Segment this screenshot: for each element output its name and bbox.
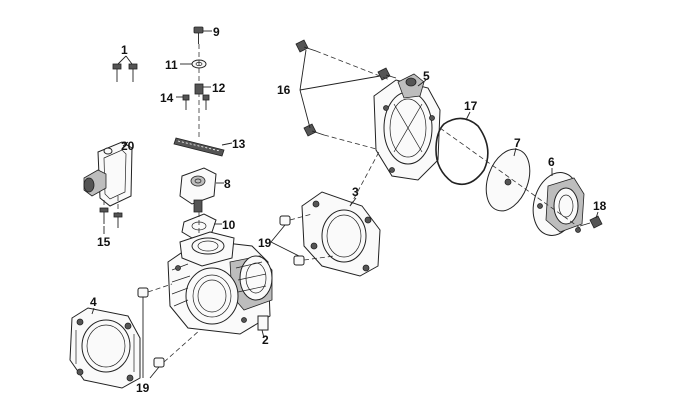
- bolts-part-16: [295, 39, 397, 151]
- cylinder-block-part-2: [167, 231, 273, 339]
- callout-17: 17: [464, 99, 478, 113]
- callout-18: 18: [593, 199, 607, 213]
- chain-guide-part-13: [173, 137, 233, 157]
- pin-part-12: [194, 83, 211, 95]
- bolt-part-18: [579, 211, 603, 229]
- callout-13: 13: [232, 137, 246, 151]
- washer-part-11: [180, 59, 207, 69]
- callout-11: 11: [165, 58, 178, 72]
- o-ring-part-17: [435, 111, 489, 186]
- callout-7: 7: [514, 136, 521, 150]
- callout-15: 15: [97, 235, 111, 249]
- bolts-part-15: [99, 196, 123, 234]
- callout-1: 1: [121, 43, 128, 57]
- thermostat-housing-part-20: [83, 141, 133, 207]
- callout-14: 14: [160, 91, 174, 105]
- callout-20: 20: [121, 139, 135, 153]
- callout-6: 6: [548, 155, 555, 169]
- dowel-pins-part-19: [137, 215, 305, 379]
- tensioner-part-8: [179, 167, 224, 213]
- pump-cover-part-6: [532, 168, 585, 236]
- base-gasket-part-4: [69, 307, 141, 389]
- bolt-pair-part-1: [112, 55, 138, 82]
- callout-8: 8: [224, 177, 231, 191]
- callout-3: 3: [352, 185, 359, 199]
- screw-part-9: [193, 26, 212, 44]
- callout-19-upper: 19: [258, 236, 272, 250]
- callout-12: 12: [212, 81, 226, 95]
- callout-2: 2: [262, 333, 269, 347]
- callout-5: 5: [423, 69, 430, 83]
- callout-10: 10: [222, 218, 236, 232]
- pump-housing-part-5: [373, 73, 441, 181]
- head-gasket-part-3: [289, 191, 381, 277]
- callout-19-lower: 19: [136, 381, 150, 395]
- callout-4: 4: [90, 295, 97, 309]
- callout-9: 9: [213, 25, 220, 39]
- gasket-disc-part-7: [485, 147, 531, 212]
- bolts-part-14: [176, 94, 210, 110]
- callout-16: 16: [277, 83, 291, 97]
